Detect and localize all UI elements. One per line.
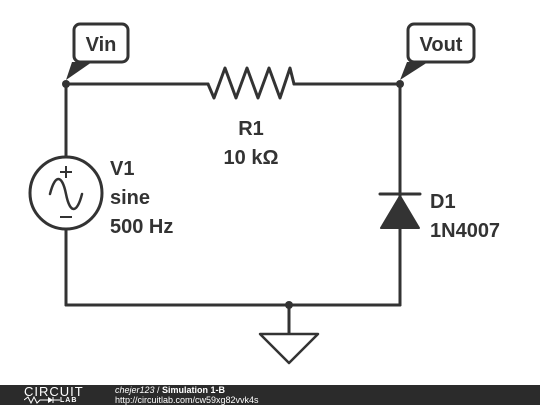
resistor-r1-symbol <box>206 66 296 100</box>
node-label-vout-text: Vout <box>420 34 463 56</box>
circuitlab-logo[interactable]: CIRCUIT LAB <box>2 385 92 405</box>
node-label-vin: Vin <box>66 22 130 80</box>
node-label-vout: Vout <box>400 22 476 80</box>
circuit-title[interactable]: Simulation 1-B <box>162 385 226 395</box>
source-v1-ref: V1 <box>110 158 134 180</box>
circuit-title-line: chejer123 / Simulation 1-B <box>115 385 225 395</box>
author-username[interactable]: chejer123 <box>115 385 155 395</box>
node-label-vin-text: Vin <box>86 34 117 56</box>
diode-d1-part: 1N4007 <box>430 220 500 242</box>
junction-vin <box>62 80 70 88</box>
title-separator: / <box>154 385 163 395</box>
resistor-r1-ref: R1 <box>238 118 264 140</box>
resistor-r1-value: 10 kΩ <box>224 147 279 169</box>
junction-ground <box>285 301 293 309</box>
source-v1-symbol <box>28 155 104 231</box>
diode-d1-ref: D1 <box>430 191 456 213</box>
logo-circuit-text: CIRCUIT <box>24 385 84 399</box>
source-v1-type: sine <box>110 187 150 209</box>
junction-vout <box>396 80 404 88</box>
diode-d1-symbol <box>378 192 422 229</box>
footer-bar: CIRCUIT LAB chejer123 / Simulation 1-B h… <box>0 385 540 405</box>
logo-lab-text: LAB <box>60 397 78 404</box>
circuit-url[interactable]: http://circuitlab.com/cw59xg82vvk4s <box>115 395 259 405</box>
logo-waveform-icon <box>24 396 60 404</box>
source-v1-frequency: 500 Hz <box>110 216 173 238</box>
schematic-diagram: Vin Vout R1 10 kΩ V1 sine 500 Hz D1 1N40… <box>28 22 500 365</box>
ground-symbol <box>258 332 320 365</box>
